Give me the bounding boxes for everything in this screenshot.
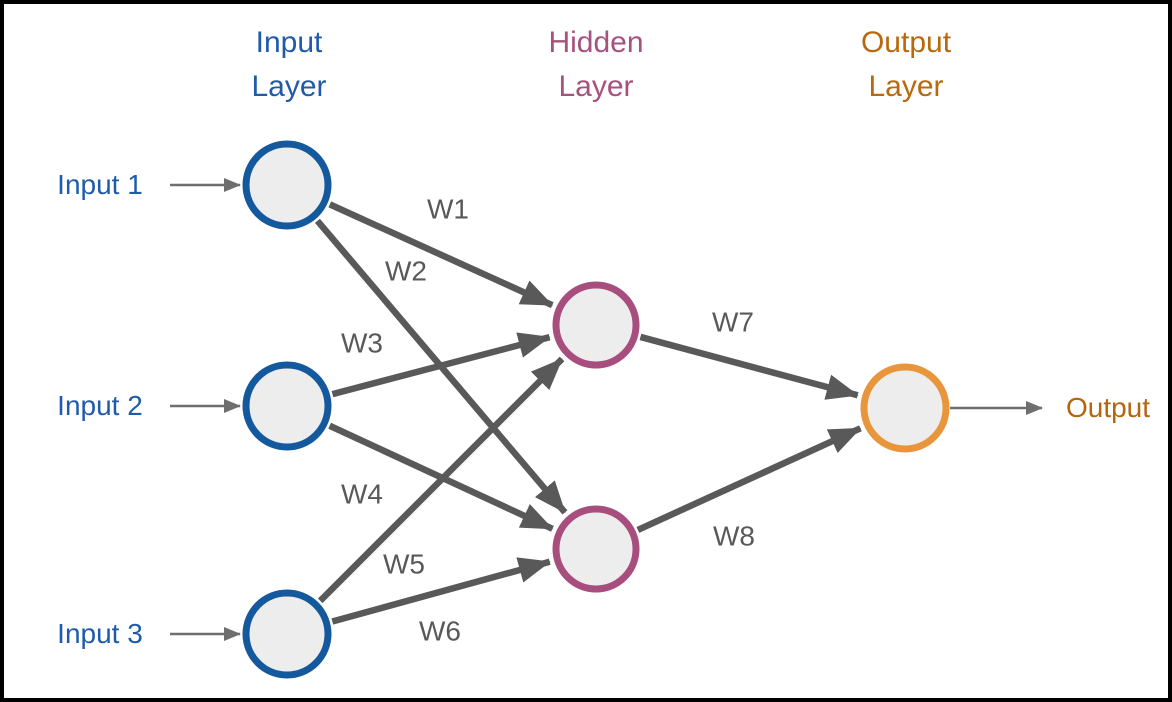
weight-label-w7: W7 (712, 307, 754, 338)
node-input-2 (242, 361, 332, 451)
io-arrows-group (170, 178, 1043, 641)
weight-edges-group (314, 201, 862, 625)
node-hidden-2 (552, 505, 640, 593)
layer-title-hidden-line1: Hidden (548, 26, 644, 59)
layer-title-output-line2: Layer (868, 70, 944, 103)
layer-title-input-line1: Input (255, 26, 323, 59)
node-input-3 (242, 589, 332, 679)
neuron-nodes-group (242, 140, 950, 679)
node-hidden-1 (552, 281, 640, 369)
weight-label-w3: W3 (341, 328, 383, 359)
layer-title-hidden: Hidden Layer (548, 21, 643, 109)
weight-label-w4: W4 (341, 479, 383, 510)
node-output-1 (860, 363, 950, 453)
edge-w7 (639, 333, 859, 400)
edge-w1 (328, 201, 554, 309)
layer-title-input: Input Layer (251, 21, 326, 109)
weight-label-w5: W5 (383, 549, 425, 580)
io-label-input-3: Input 3 (57, 618, 143, 649)
layer-title-hidden-line2: Layer (558, 70, 634, 103)
io-label-input-2: Input 2 (57, 390, 143, 421)
weight-label-w1: W1 (427, 194, 469, 225)
weight-label-w2: W2 (385, 256, 427, 287)
layer-title-output: Output Layer (861, 21, 951, 109)
node-input-1 (242, 140, 332, 230)
io-label-input-1: Input 1 (57, 169, 143, 200)
weight-label-w6: W6 (419, 616, 461, 647)
edge-w6 (331, 557, 551, 625)
edge-w5 (317, 356, 565, 604)
edge-w3 (331, 332, 551, 398)
weight-label-w8: W8 (713, 521, 755, 552)
layer-title-output-line1: Output (860, 26, 952, 59)
io-label-output: Output (1065, 392, 1151, 423)
edge-w8 (636, 425, 862, 533)
layer-title-input-line2: Layer (251, 70, 327, 103)
